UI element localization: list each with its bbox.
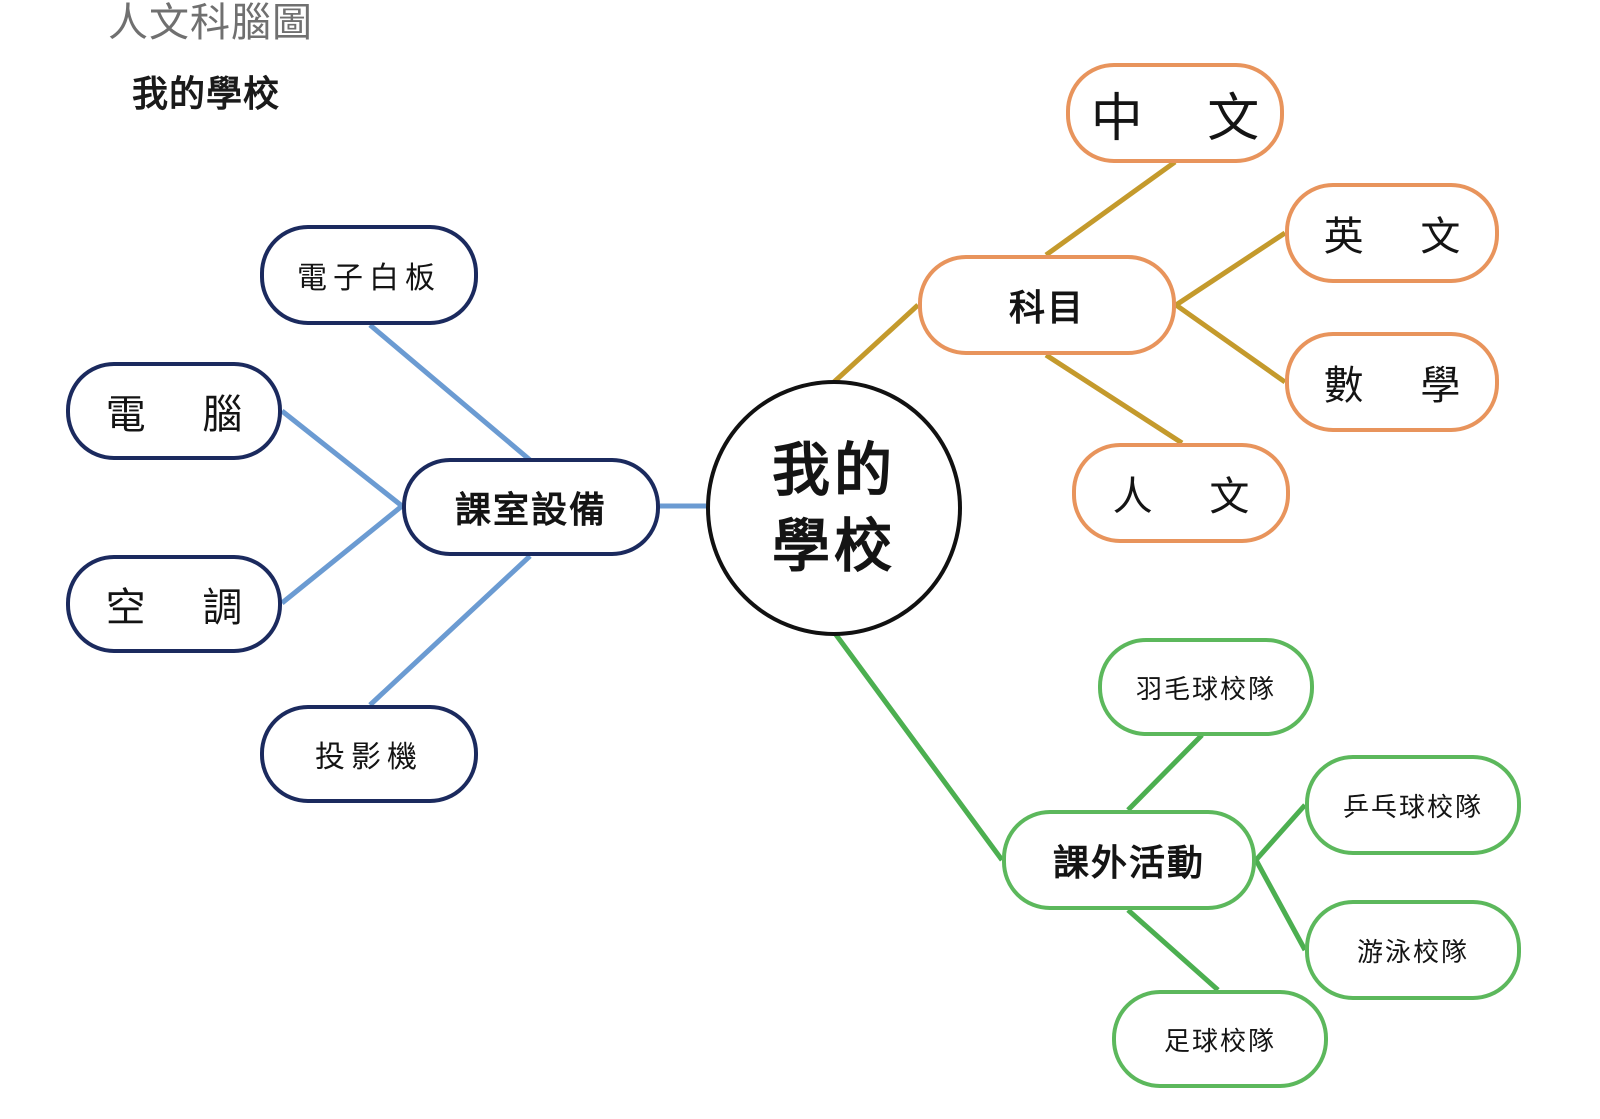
connector-classroom-projector: [368, 554, 532, 707]
center-node: 我的學校: [706, 380, 962, 636]
connector-activities-football: [1126, 908, 1220, 992]
page-title: 我的學校: [132, 74, 281, 115]
connector-center-subjects: [832, 303, 920, 384]
connector-subjects-chinese: [1044, 159, 1177, 258]
leaf-node-humanities: 人 文: [1072, 443, 1290, 543]
leaf-node-chinese: 中 文: [1066, 63, 1284, 163]
connector-classroom-whiteboard: [368, 323, 532, 462]
leaf-node-whiteboard: 電子白板: [260, 225, 478, 325]
leaf-node-tabletennis-team: 乒乓球校隊: [1305, 755, 1521, 855]
branch-node-classroom: 課室設備: [402, 458, 660, 556]
connector-classroom-aircon: [280, 504, 404, 605]
center-node-label: 我的學校: [771, 436, 896, 580]
connector-activities-badminton: [1126, 733, 1204, 812]
leaf-node-aircon: 空 調: [66, 555, 282, 653]
connector-activities-tabletennis: [1254, 803, 1307, 862]
leaf-node-swimming-team: 游泳校隊: [1305, 900, 1521, 1000]
connector-classroom-computer: [280, 409, 404, 508]
subject-caption: 人文科腦圖: [108, 0, 313, 46]
leaf-node-badminton-team: 羽毛球校隊: [1098, 638, 1314, 736]
connector-subjects-humanities: [1044, 352, 1184, 446]
leaf-node-projector: 投影機: [260, 705, 478, 803]
branch-node-activities: 課外活動: [1002, 810, 1256, 910]
connector-activities-swimming: [1253, 858, 1308, 952]
leaf-node-maths: 數 學: [1285, 332, 1499, 432]
leaf-node-football-team: 足球校隊: [1112, 990, 1328, 1088]
connector-subjects-maths: [1174, 302, 1287, 385]
connector-center-activities: [831, 630, 1005, 862]
leaf-node-english: 英 文: [1285, 183, 1499, 283]
leaf-node-computer: 電 腦: [66, 362, 282, 460]
connector-subjects-english: [1174, 230, 1287, 308]
branch-node-subjects: 科目: [918, 255, 1176, 355]
